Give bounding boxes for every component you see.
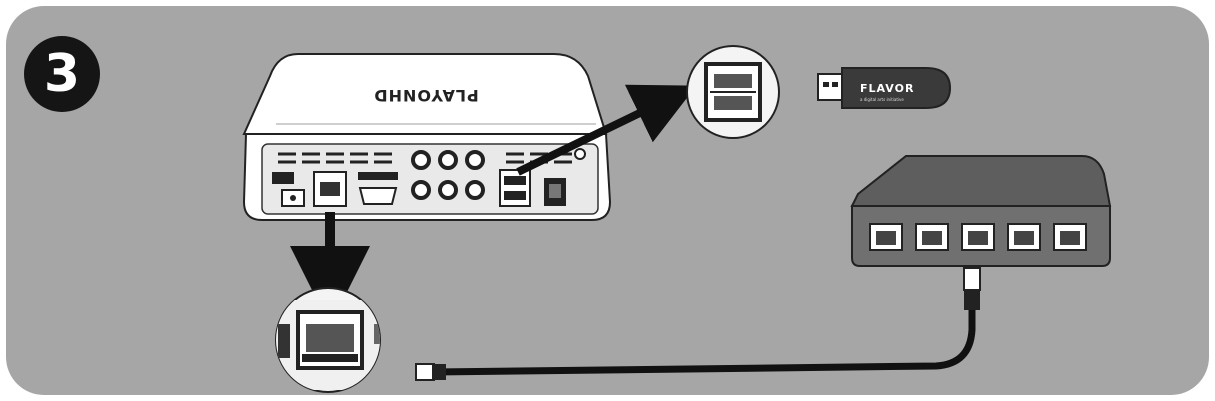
diagram-panel: PLAYONHD [6,6,1209,395]
usb-port-zoom-icon [686,45,780,139]
arrow-icon [516,84,697,176]
network-switch-icon [850,155,1112,267]
device-brand-mirrored: PLAYONHD [373,86,478,105]
connection-diagram: PLAYONHD [242,45,1112,393]
device-usb-ports [499,169,531,207]
ethernet-port-zoom-icon [275,287,381,393]
usb-stick-brand: FLAVOR [860,82,914,95]
media-player-device: PLAYONHD [242,53,612,221]
step-number-badge: 3 [24,36,100,112]
device-av-jacks [411,150,485,200]
usb-stick-tagline: a digital arts initiative [860,97,904,102]
ethernet-cable-icon [415,267,981,381]
usb-flash-drive-icon: FLAVOR a digital arts initiative [817,67,952,109]
